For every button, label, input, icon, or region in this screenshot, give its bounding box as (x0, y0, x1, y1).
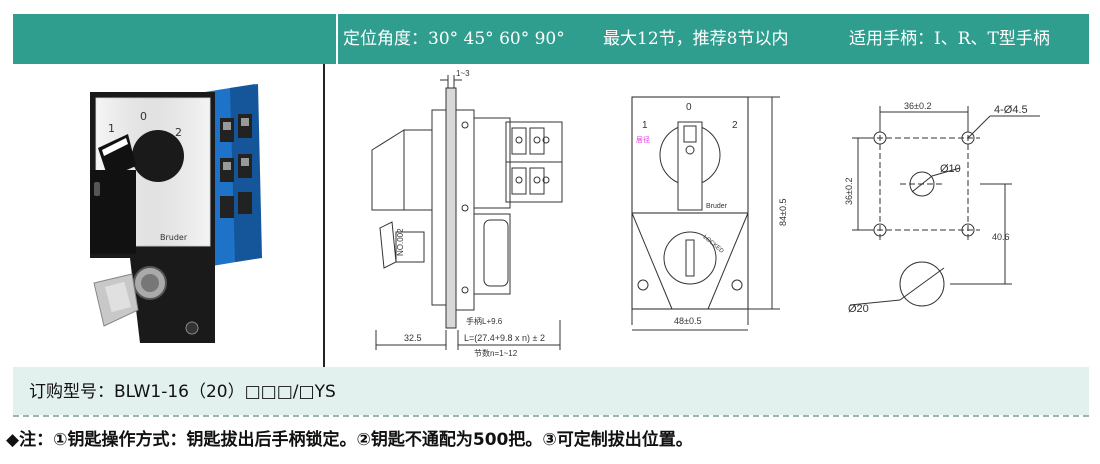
note-text: ◆注：①钥匙操作方式：钥匙拔出后手柄锁定。②钥匙不通配为500把。③可定制拔出位… (6, 430, 693, 450)
position-label: 0 (140, 110, 147, 123)
key-label: NO.002 (396, 228, 405, 256)
front-position-label: 1 (642, 120, 648, 131)
formula-handle: 手柄L+9.6 (466, 316, 503, 326)
handle-hub (132, 130, 184, 182)
front-brand: Bruder (706, 203, 728, 210)
front-position-label: 2 (732, 120, 738, 131)
center-hole-dim: Ø10 (940, 163, 961, 175)
position-label: 2 (175, 126, 182, 139)
spec-handle: 适用手柄：I、R、T型手柄 (849, 29, 1050, 49)
order-model: 订购型号：BLW1-16（20）□□□/□YS (29, 382, 336, 402)
front-width-dim: 48±0.5 (674, 316, 701, 326)
front-view (631, 96, 780, 331)
technical-drawing: 1~3 NO.002 32.5 手柄L+9.6 L=(27.4+9.8 x n)… (371, 69, 1040, 358)
order-bar: 订购型号：BLW1-16（20）□□□/□YS (13, 367, 1089, 415)
formula-length: L=(27.4+9.8 x n) ± 2 (464, 333, 545, 343)
brand-label: Bruder (160, 233, 188, 242)
offset-dim: 40.6 (992, 232, 1010, 242)
handle-icon (98, 134, 136, 178)
hole-spec: 4-Ø4.5 (994, 104, 1028, 116)
front-height-dim: 84±0.5 (778, 199, 788, 226)
spec-sections: 最大12节，推荐8节以内 (603, 29, 789, 49)
front-position-label: 0 (686, 102, 692, 113)
side-top-dim: 1~3 (456, 69, 470, 78)
side-view (371, 75, 563, 350)
side-width-dim: 32.5 (404, 333, 422, 343)
product-photo: 1 0 2 Bruder (90, 84, 262, 343)
spec-header: 定位角度：30° 45° 60° 90° 最大12节，推荐8节以内 适用手柄：I… (13, 14, 1089, 64)
position-label: 1 (108, 122, 115, 135)
front-annotation: 居径 (636, 135, 650, 144)
big-hole-dim: Ø20 (848, 303, 869, 315)
header-divider (336, 14, 338, 64)
spec-angle: 定位角度：30° 45° 60° 90° (343, 29, 565, 49)
vertical-spacing-dim: 36±0.2 (844, 178, 854, 205)
dashed-divider (13, 415, 1089, 417)
lock-label: LOCKED (702, 234, 725, 255)
formula-sections: 节数n=1~12 (474, 348, 518, 358)
cutout-view (849, 106, 1040, 307)
hole-spacing-dim: 36±0.2 (904, 101, 931, 111)
section-divider (323, 64, 325, 367)
